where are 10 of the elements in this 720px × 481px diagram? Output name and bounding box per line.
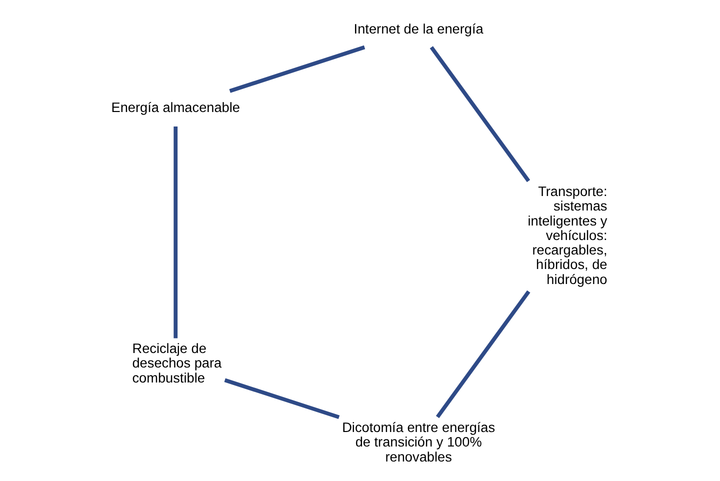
node-text: Internet de la energía	[354, 21, 484, 36]
node-text: Transporte: sistemas inteligentes y vehículos: recargables, híbridos, de hidrógeno	[528, 184, 608, 287]
connector	[430, 46, 530, 182]
connector	[174, 126, 178, 338]
node-text: Reciclaje de desechos para combustible	[132, 341, 222, 386]
connector	[229, 45, 366, 93]
connector	[224, 378, 340, 420]
connector	[436, 290, 530, 418]
node-text: Dicotomía entre energías de transición y 100% renovables	[342, 420, 496, 464]
node-text: Energía almacenable	[111, 100, 240, 116]
